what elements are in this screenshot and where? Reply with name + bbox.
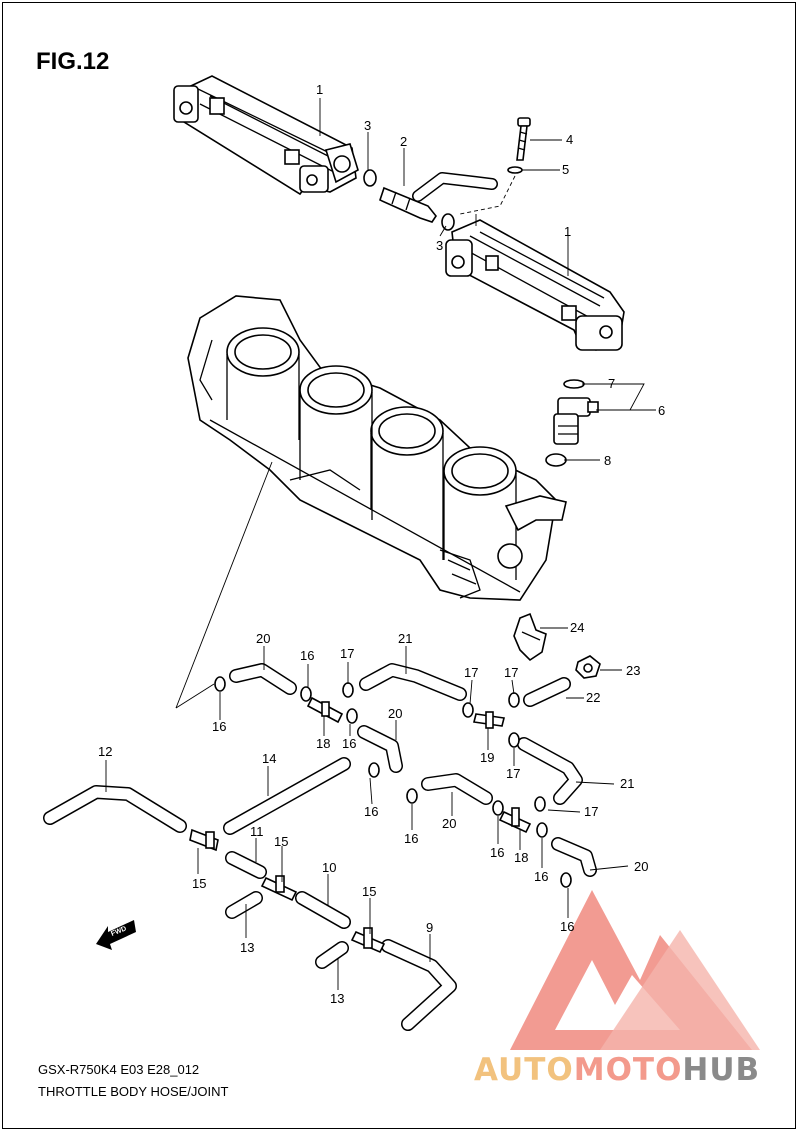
throttle-body-assembly xyxy=(187,295,567,601)
callout-4: 4 xyxy=(566,132,573,147)
callout-21-b: 21 xyxy=(620,776,634,791)
callout-17-a: 17 xyxy=(340,646,354,661)
callout-15-c: 15 xyxy=(362,884,376,899)
callout-16-h: 16 xyxy=(560,919,574,934)
callout-20-d: 20 xyxy=(634,859,648,874)
vacuum-hose-20c xyxy=(421,773,493,805)
callout-16-a: 16 xyxy=(300,648,314,663)
o-ring-upper xyxy=(363,169,377,187)
hose-bracket xyxy=(513,612,547,662)
vacuum-hose-21a xyxy=(359,663,467,701)
callout-20-c: 20 xyxy=(442,816,456,831)
callout-1-upper: 1 xyxy=(316,82,323,97)
callout-24: 24 xyxy=(570,620,584,635)
joint-18a xyxy=(306,696,344,724)
fuel-feed-joint xyxy=(379,172,498,223)
callout-20-a: 20 xyxy=(256,631,270,646)
vacuum-hose-20a xyxy=(229,663,297,695)
hose-clamps xyxy=(214,676,572,888)
callout-16-f: 16 xyxy=(490,845,504,860)
section-name: THROTTLE BODY HOSE/JOINT xyxy=(38,1084,229,1099)
automotohub-watermark: AUTOMOTOHUB xyxy=(474,1052,760,1088)
hose-12 xyxy=(43,785,187,833)
callout-18-b: 18 xyxy=(514,850,528,865)
figure-title: FIG.12 xyxy=(36,48,110,75)
callout-21-a: 21 xyxy=(398,631,412,646)
callout-11: 11 xyxy=(250,824,264,839)
watermark-moto: MOTO xyxy=(573,1052,683,1088)
callout-8: 8 xyxy=(604,453,611,468)
hose-11 xyxy=(225,851,267,879)
hose-13a xyxy=(225,891,263,919)
callout-leaders xyxy=(105,98,656,990)
callout-7: 7 xyxy=(608,376,615,391)
callout-16-g: 16 xyxy=(534,869,548,884)
callout-6: 6 xyxy=(658,403,665,418)
callout-17-c: 17 xyxy=(504,665,518,680)
callout-16-b: 16 xyxy=(212,719,226,734)
screw xyxy=(516,117,531,161)
callout-14: 14 xyxy=(262,751,276,766)
joint-18b xyxy=(498,807,532,834)
watermark-hub: HUB xyxy=(682,1052,761,1088)
callout-15-a: 15 xyxy=(192,876,206,891)
vacuum-hose-20d xyxy=(551,837,597,877)
callout-3-lower: 3 xyxy=(436,238,443,253)
callout-16-e: 16 xyxy=(404,831,418,846)
callout-3-upper: 3 xyxy=(364,118,371,133)
washer xyxy=(507,166,523,174)
vacuum-hose-22 xyxy=(523,677,571,707)
fuel-injector xyxy=(553,397,599,445)
fuel-delivery-pipe-upper xyxy=(173,75,359,196)
vacuum-hose-21b xyxy=(517,737,583,805)
callout-numbers: 1 2 3 3 4 5 1 7 6 8 24 23 22 20 21 16 17… xyxy=(98,82,665,1006)
injector-o-ring xyxy=(563,379,585,389)
callout-2: 2 xyxy=(400,134,407,149)
vacuum-hose-20b xyxy=(357,725,403,773)
t-joint-15b xyxy=(260,875,298,902)
t-joint-15c xyxy=(350,927,386,954)
callout-17-d: 17 xyxy=(506,766,520,781)
hose-9 xyxy=(381,939,457,1031)
callout-22: 22 xyxy=(586,690,600,705)
callout-13-a: 13 xyxy=(240,940,254,955)
callout-16-c: 16 xyxy=(342,736,356,751)
hose-13b xyxy=(315,941,349,969)
fuel-delivery-pipe-lower xyxy=(445,219,625,351)
callout-1-lower: 1 xyxy=(564,224,571,239)
callout-10: 10 xyxy=(322,860,336,875)
callout-5: 5 xyxy=(562,162,569,177)
throttle-body-leader xyxy=(175,461,273,709)
model-code: GSX-R750K4 E03 E28_012 xyxy=(38,1062,200,1077)
callout-13-b: 13 xyxy=(330,991,344,1006)
callout-18-a: 18 xyxy=(316,736,330,751)
callout-17-b: 17 xyxy=(464,665,478,680)
callout-12: 12 xyxy=(98,744,112,759)
callout-19: 19 xyxy=(480,750,494,765)
watermark-auto: AUTO xyxy=(474,1052,574,1088)
callout-20-b: 20 xyxy=(388,706,402,721)
o-ring-lower xyxy=(441,213,455,231)
injector-cushion xyxy=(545,453,567,467)
callout-9: 9 xyxy=(426,920,433,935)
callout-16-d: 16 xyxy=(364,804,378,819)
hose-14 xyxy=(223,757,351,835)
hose-10 xyxy=(295,891,351,929)
callout-15-b: 15 xyxy=(274,834,288,849)
callout-17-e: 17 xyxy=(584,804,598,819)
hose-clip xyxy=(575,655,601,679)
callout-23: 23 xyxy=(626,663,640,678)
joint-19 xyxy=(473,711,505,729)
forward-arrow-icon: FWD xyxy=(96,920,136,950)
automotohub-logo xyxy=(510,890,760,1050)
throttle-body-leader-b xyxy=(175,683,215,709)
t-joint-15a xyxy=(189,828,219,852)
